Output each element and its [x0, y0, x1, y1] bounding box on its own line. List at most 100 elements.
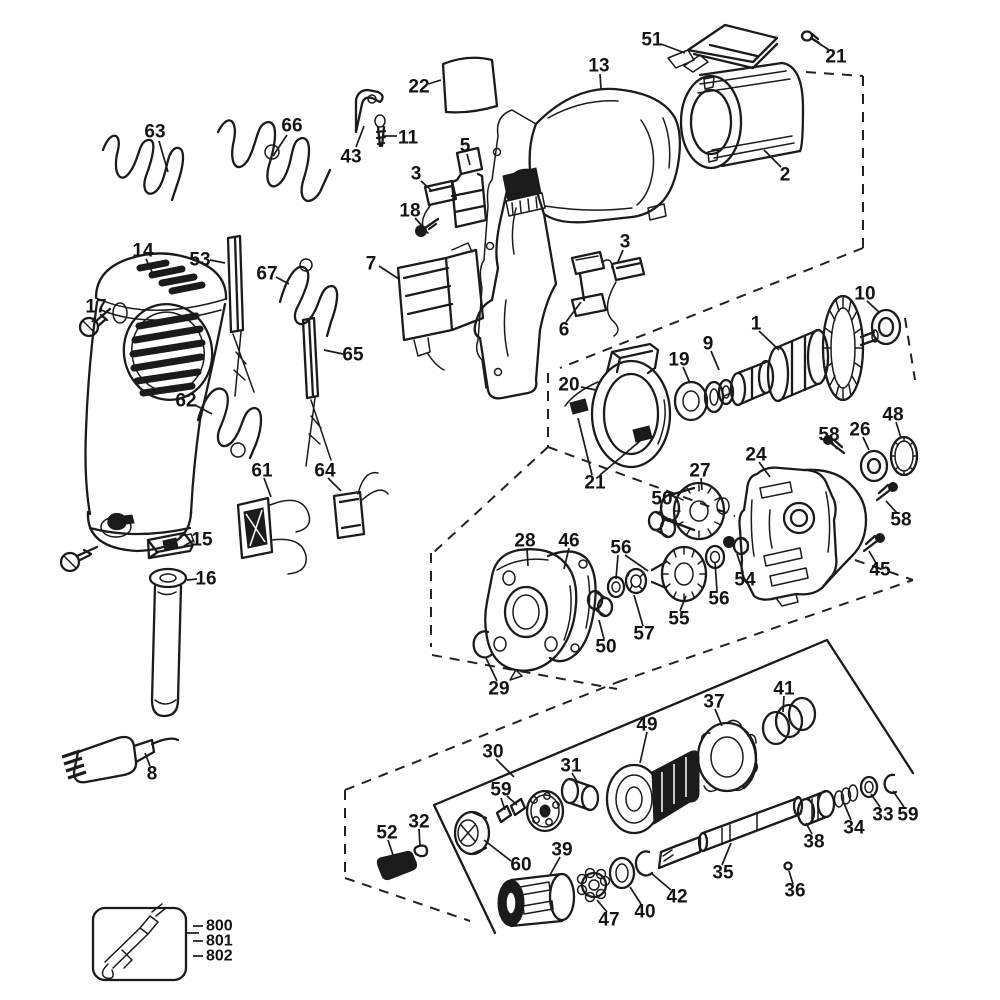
leader-line-53-13 [209, 259, 226, 264]
part-41-spring [761, 696, 817, 746]
leader-line-22-4 [427, 79, 442, 85]
callout-15-37: 15 [191, 530, 213, 551]
part-8-cord-set [61, 735, 180, 784]
legend-leaders [186, 925, 203, 957]
part-47-star-washer [576, 867, 611, 903]
leader-line-52-54 [387, 839, 394, 856]
part-16-cord-guard [148, 567, 188, 718]
callout-33-65: 33 [872, 805, 893, 826]
callout-50-46: 50 [595, 637, 616, 658]
part-17-screw [78, 307, 112, 338]
callout-8-67: 8 [147, 764, 158, 785]
leader-line-7-16 [378, 265, 400, 280]
part-65-spring-rod [301, 316, 332, 467]
callout-32-55: 32 [408, 812, 429, 833]
callout-42-60: 42 [666, 887, 687, 908]
leader-line-66-1 [272, 134, 288, 157]
callout-37-49: 37 [703, 692, 724, 713]
leader-line-56-43 [714, 561, 718, 592]
leader-line-16-38 [186, 578, 198, 581]
leader-line-59-53 [500, 797, 506, 811]
callout-16-38: 16 [195, 569, 216, 590]
part-10-bearing [870, 308, 902, 346]
callout-11-3: 11 [398, 128, 419, 149]
callout-40-59: 40 [634, 902, 655, 923]
leader-line-1-24 [758, 330, 780, 351]
part-1-armature [723, 294, 879, 407]
callout-48-31: 48 [882, 405, 903, 426]
leader-line-35-61 [721, 842, 732, 866]
callout-56-43: 56 [708, 589, 729, 610]
part-24-gear-case [738, 466, 868, 607]
part-50-roller-a [647, 510, 677, 539]
part-62-brush-spring-clip [196, 387, 263, 460]
part-31-sleeve [560, 777, 600, 812]
callout-54-42: 54 [734, 570, 756, 591]
leader-line-40-59 [629, 886, 642, 905]
part-13-motor-housing [473, 87, 682, 400]
part-37-clutch-collar [695, 719, 759, 793]
callout-47-58: 47 [598, 910, 619, 931]
leader-line-8-67 [144, 752, 151, 767]
part-14-handle-cover [84, 252, 228, 553]
solid-group-boundary [432, 638, 915, 935]
callout-67-14: 67 [256, 264, 277, 285]
leader-line-67-14 [275, 276, 290, 285]
leader-line-51-9 [660, 43, 686, 54]
part-58-screw-a [823, 435, 846, 455]
part-64-terminal-bracket [332, 471, 389, 540]
callout-49-51: 49 [636, 715, 657, 736]
callout-64-28: 64 [314, 461, 336, 482]
leader-line-24-32 [758, 461, 771, 478]
part-9-washer-set [703, 378, 735, 414]
leader-line-21-10 [816, 41, 830, 51]
leader-line-55-44 [679, 595, 687, 612]
part-39-lock-sleeve [497, 872, 576, 928]
part-38-collar [796, 789, 836, 827]
leader-line-59-66 [892, 790, 905, 808]
callout-51-9: 51 [641, 30, 663, 51]
leader-line-60-56 [483, 839, 512, 862]
leader-line-21-26 [599, 440, 641, 476]
callout-55-44: 55 [668, 609, 690, 630]
callout-2-11: 2 [780, 165, 791, 186]
callout-66-1: 66 [281, 116, 302, 137]
leader-line-29-47 [485, 657, 498, 682]
callout-57-45: 57 [633, 624, 654, 645]
leader-line-17-15 [91, 314, 97, 323]
callout-59-66: 59 [897, 805, 918, 826]
leader-line-61-27 [263, 477, 272, 498]
callout-62-20: 62 [175, 391, 196, 412]
leader-line-50-46 [598, 619, 605, 640]
callout-9-23: 9 [703, 334, 714, 355]
leader-line-31-52 [571, 772, 579, 784]
callout-21-10: 21 [825, 47, 847, 68]
part-20-brush-ring [564, 342, 672, 469]
leader-line-57-45 [633, 594, 644, 627]
callout-27-33: 27 [689, 461, 710, 482]
callout-53-13: 53 [189, 250, 210, 271]
leader-line-63-0 [158, 140, 169, 173]
leader-line-43-2 [355, 125, 365, 148]
callout-58-29: 58 [818, 425, 839, 446]
callout-leaders [91, 41, 905, 913]
dashed-group-boundaries [344, 71, 916, 922]
part-58-screw-b [875, 482, 898, 502]
part-17-screw-lower [59, 545, 99, 573]
leader-line-3-6 [420, 180, 433, 192]
leader-line-38-63 [805, 822, 813, 835]
part-43-lever [354, 88, 384, 134]
callout-43-2: 43 [340, 147, 361, 168]
leader-line-27-33 [700, 477, 703, 491]
part-45-screw [862, 533, 885, 553]
part-33-ring [859, 775, 879, 799]
callout-36-62: 36 [784, 881, 805, 902]
part-7-switch [396, 242, 485, 371]
leader-line-36-62 [788, 870, 794, 885]
callout-6-18: 6 [559, 320, 570, 341]
part-48-o-ring [889, 435, 919, 477]
callout-19-22: 19 [668, 350, 689, 371]
callout-20-21: 20 [558, 375, 579, 396]
